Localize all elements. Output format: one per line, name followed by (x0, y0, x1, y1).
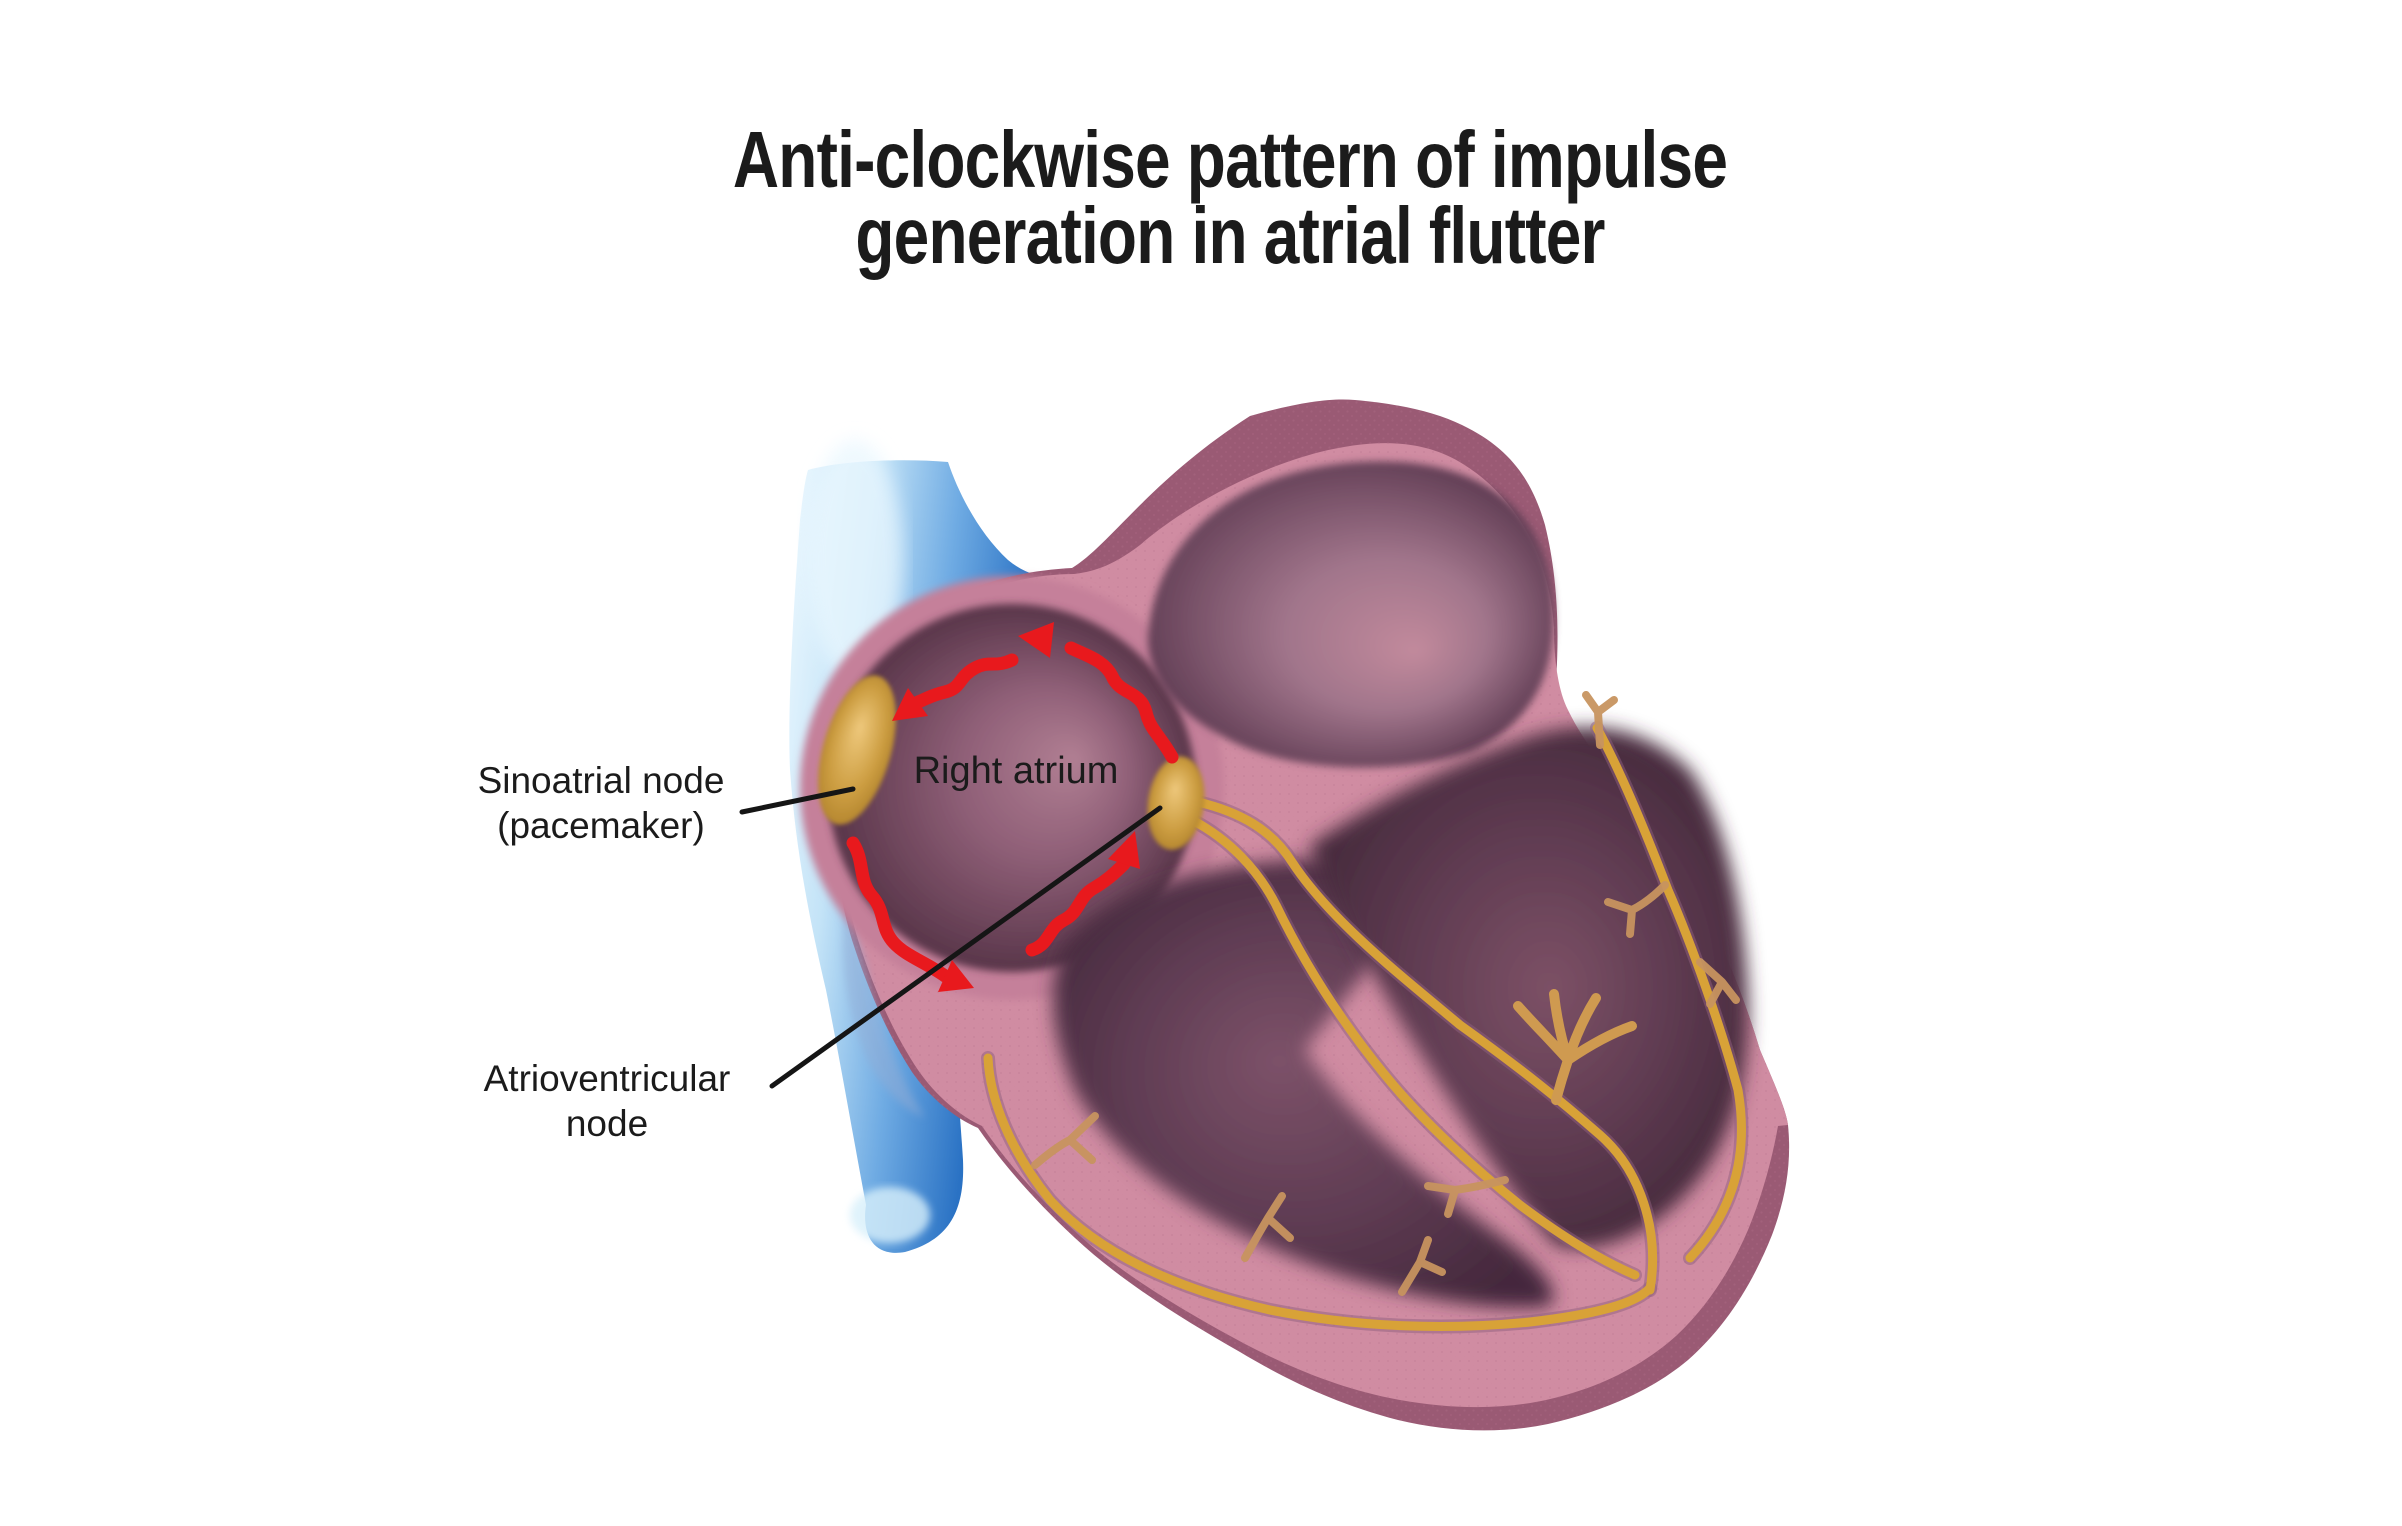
atrioventricular-node-label: Atrioventricular node (483, 1058, 731, 1144)
left-atrium-chamber (1148, 461, 1554, 768)
bundle-branch-septal-2 (1187, 815, 1640, 1280)
atrioventricular-node (1147, 756, 1205, 850)
title-line-1: Anti-clockwise pattern of impulse (732, 115, 1728, 204)
sa-node-leader-line (739, 786, 856, 815)
vena-cava-highlight (807, 440, 903, 680)
impulse-arrow-bottom-left (846, 836, 974, 992)
left-ventricle-chamber (1310, 727, 1749, 1248)
purkinje-fiber-left-wall (983, 1053, 1655, 1331)
vessel-sheen (842, 905, 925, 1118)
sinoatrial-node-label: Sinoatrial node (pacemaker) (477, 760, 725, 846)
purkinje-twigs (1031, 691, 1740, 1296)
purkinje-fan (1513, 989, 1637, 1105)
impulse-arrow-bottom-right (1025, 831, 1140, 957)
impulse-arrow-top-left (892, 653, 1019, 721)
av-node-leader-line (769, 805, 1163, 1089)
right-ventricle-chamber (1053, 857, 1554, 1308)
bundle-branch-septal-1 (1193, 797, 1657, 1295)
conduction-fibers (981, 691, 1749, 1334)
title-line-2: generation in atrial flutter (855, 191, 1605, 280)
diagram-title: Anti-clockwise pattern of impulse genera… (726, 115, 1734, 280)
bundle-branch-left-ventricle (1592, 723, 1746, 1263)
anti-clockwise-impulse-arrows (846, 622, 1179, 992)
impulse-arrow-top-right (1018, 622, 1179, 764)
right-atrium-label: Right atrium (913, 750, 1119, 792)
sinoatrial-node (818, 675, 896, 825)
